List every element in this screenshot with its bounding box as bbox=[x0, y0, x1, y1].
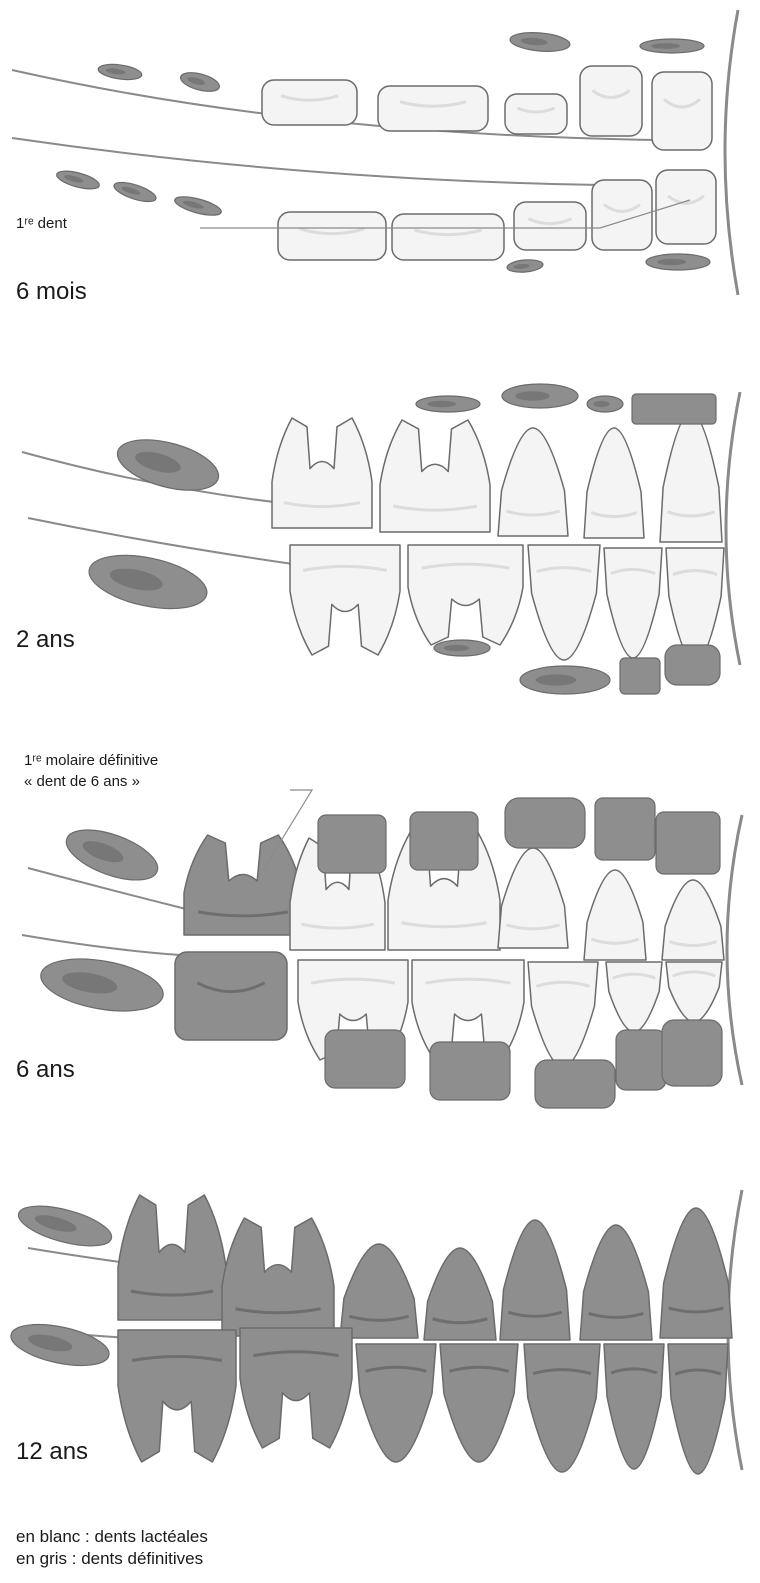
upper-milk-molar-2 bbox=[272, 418, 372, 528]
stage-6-months-illustration bbox=[12, 10, 738, 295]
permanent-bud-2a-4 bbox=[632, 394, 716, 424]
permanent-bud-2a-7 bbox=[620, 658, 660, 694]
lower-permanent-incisor-lateral bbox=[604, 1344, 664, 1469]
permanent-bud-2a-8 bbox=[665, 645, 720, 685]
permanent-bud-6a-12 bbox=[662, 1020, 722, 1086]
permanent-bud-6a-9 bbox=[430, 1042, 510, 1100]
upper-milk-incisor-lateral bbox=[580, 66, 642, 136]
lower-milk-canine bbox=[528, 962, 598, 1067]
legend-milk-teeth: en blanc : dents lactéales bbox=[16, 1526, 208, 1547]
lower-jaw-line-6a bbox=[22, 935, 180, 955]
stage-label-6-months: 6 mois bbox=[16, 278, 87, 306]
upper-milk-molar-1 bbox=[380, 420, 490, 532]
permanent-bud-2a-5-core bbox=[444, 645, 469, 651]
lip-curve-2a bbox=[726, 392, 740, 665]
upper-permanent-premolar-2 bbox=[340, 1244, 418, 1338]
lower-permanent-incisor-central bbox=[668, 1344, 728, 1474]
lower-jaw-line-6m bbox=[12, 138, 600, 185]
permanent-bud-9-core bbox=[657, 259, 686, 265]
lip-curve-6m bbox=[725, 10, 738, 295]
permanent-bud-6a-2 bbox=[410, 812, 478, 870]
lower-milk-incisor-central bbox=[656, 170, 716, 244]
permanent-bud-6a-10 bbox=[535, 1060, 615, 1108]
permanent-bud-4-core bbox=[651, 43, 680, 49]
lower-permanent-molar-1 bbox=[240, 1328, 352, 1448]
lower-jaw-line-2a bbox=[28, 518, 300, 565]
upper-permanent-incisor-central bbox=[660, 1208, 732, 1338]
lower-milk-molar-2 bbox=[290, 545, 400, 655]
upper-milk-incisor-lateral bbox=[584, 870, 646, 960]
upper-milk-molar-1 bbox=[378, 86, 488, 131]
permanent-bud-6a-11 bbox=[616, 1030, 666, 1090]
permanent-bud-2a-1-core bbox=[427, 401, 456, 407]
six-year-tooth-label: « dent de 6 ans » bbox=[24, 773, 140, 790]
lower-permanent-premolar-2 bbox=[356, 1344, 436, 1462]
lower-permanent-canine bbox=[524, 1344, 600, 1472]
stage-label-2-years: 2 ans bbox=[16, 626, 75, 654]
upper-milk-canine bbox=[505, 94, 567, 134]
lower-permanent-first-molar bbox=[175, 952, 287, 1040]
permanent-bud-6a-8 bbox=[325, 1030, 405, 1088]
upper-permanent-incisor-lateral bbox=[580, 1225, 652, 1340]
upper-permanent-first-molar bbox=[184, 835, 302, 935]
stage-2-years-illustration bbox=[22, 384, 740, 694]
stage-12-years-illustration bbox=[7, 1190, 742, 1474]
stage-6-years-illustration bbox=[22, 790, 742, 1108]
permanent-bud-6a-3 bbox=[505, 798, 585, 848]
upper-milk-canine bbox=[498, 848, 568, 948]
permanent-bud-6a-1 bbox=[318, 815, 386, 873]
permanent-bud-6a-5 bbox=[656, 812, 720, 874]
upper-milk-incisor-central bbox=[660, 412, 722, 542]
legend-permanent-teeth: en gris : dents définitives bbox=[16, 1548, 203, 1569]
lower-milk-molar-2 bbox=[278, 212, 386, 260]
stage-label-12-years: 12 ans bbox=[16, 1438, 88, 1466]
first-tooth-label: 1ʳᵉ dent bbox=[16, 215, 67, 232]
upper-jaw-line-12a bbox=[28, 1248, 120, 1262]
lower-permanent-molar-2 bbox=[118, 1330, 236, 1462]
lip-curve-6a bbox=[727, 815, 742, 1085]
upper-permanent-molar-2 bbox=[118, 1195, 226, 1320]
permanent-bud-6a-4 bbox=[595, 798, 655, 860]
upper-permanent-canine bbox=[500, 1220, 570, 1340]
permanent-bud-2a-3-core bbox=[593, 401, 609, 407]
stage-label-6-years: 6 ans bbox=[16, 1056, 75, 1084]
upper-permanent-molar-1 bbox=[222, 1218, 334, 1336]
upper-milk-molar-2 bbox=[262, 80, 357, 125]
upper-milk-incisor-central bbox=[652, 72, 712, 150]
lower-milk-incisor-lateral bbox=[604, 548, 662, 658]
upper-milk-canine bbox=[498, 428, 568, 536]
upper-milk-incisor-lateral bbox=[584, 428, 644, 538]
lower-milk-incisor-lateral bbox=[606, 962, 662, 1032]
permanent-bud-2a-2-core bbox=[515, 391, 549, 401]
first-permanent-molar-label: 1ʳᵉ molaire définitive bbox=[24, 752, 158, 769]
lower-milk-molar-1 bbox=[392, 214, 504, 260]
lower-milk-molar-1 bbox=[408, 545, 523, 645]
lower-milk-canine bbox=[528, 545, 600, 660]
upper-milk-incisor-central bbox=[662, 880, 724, 960]
lower-permanent-premolar-1 bbox=[440, 1344, 518, 1462]
lower-milk-canine bbox=[514, 202, 586, 250]
upper-permanent-premolar-1 bbox=[424, 1248, 496, 1340]
permanent-bud-2a-6-core bbox=[536, 674, 577, 685]
